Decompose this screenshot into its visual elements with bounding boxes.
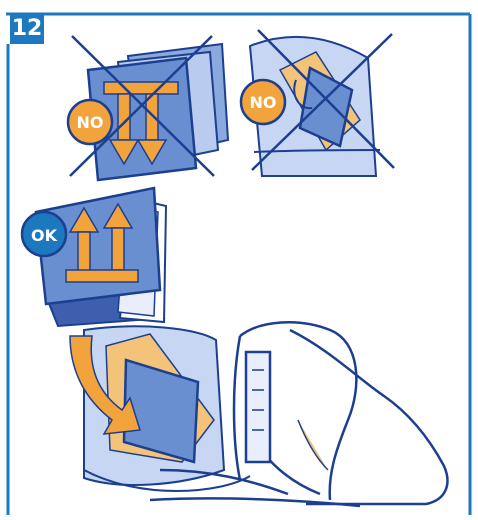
no-label-right: NO (243, 93, 283, 112)
ok-label: OK (24, 226, 64, 245)
incorrect-card-insertion-illustration (68, 36, 228, 180)
step-number-badge: 12 (10, 14, 44, 44)
correct-card-insertion-illustration (22, 188, 166, 326)
card-insert-into-seat-illustration (70, 326, 250, 491)
no-label-left: NO (70, 113, 110, 132)
